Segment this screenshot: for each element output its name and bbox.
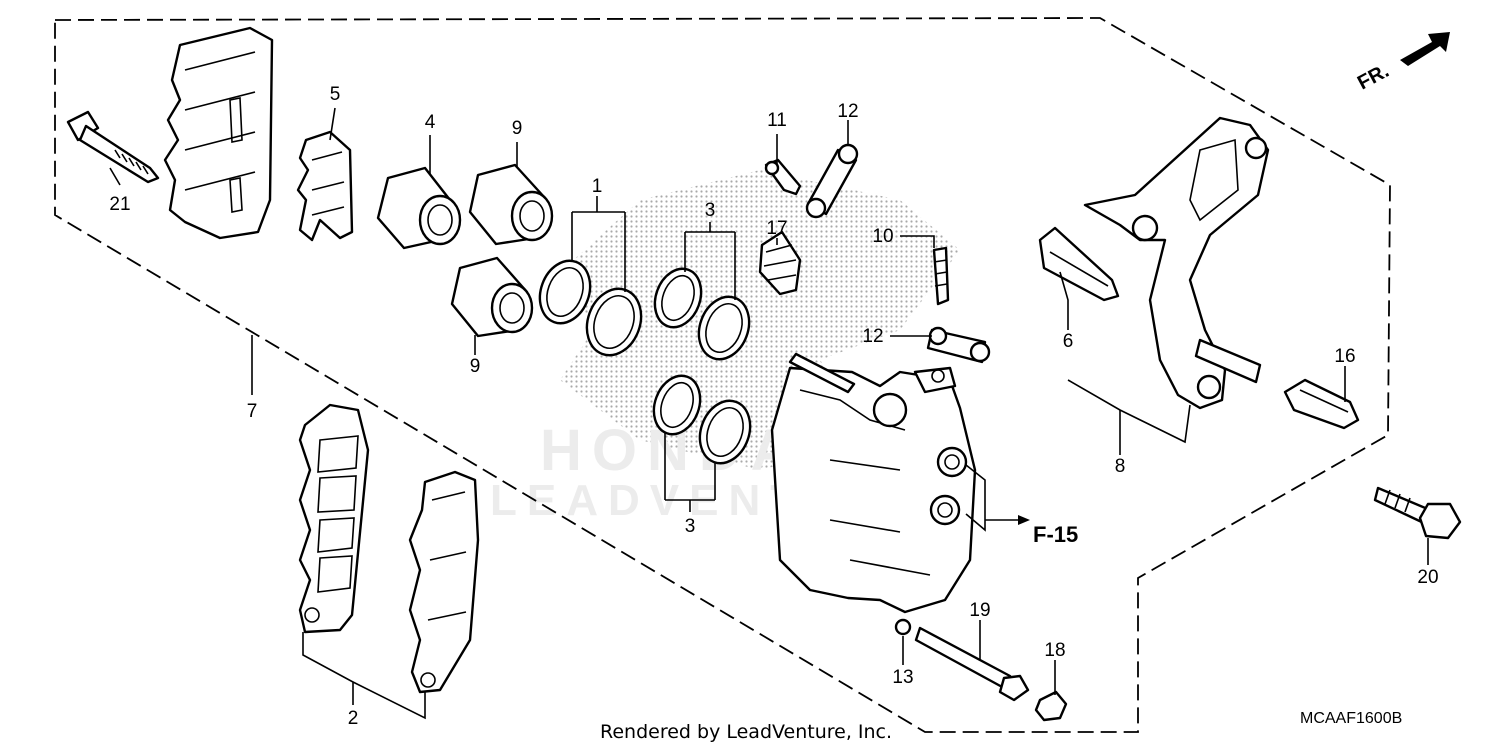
- link-12-upper-drawing: [805, 143, 859, 219]
- piston-9-upper-drawing: [468, 163, 554, 246]
- callout-6: 6: [1063, 331, 1074, 352]
- callout-4: 4: [425, 112, 436, 133]
- diagram-code: MCAAF1600B: [1300, 710, 1402, 727]
- callout-5: 5: [330, 84, 341, 105]
- callouts: 1 2 3 3 4 5 6 7 8 9 9 10 11 12 12 13 16 …: [109, 84, 1438, 729]
- callout-9-lower: 9: [470, 356, 481, 377]
- callout-10: 10: [872, 226, 893, 247]
- callout-3-upper: 3: [705, 200, 716, 221]
- callout-16: 16: [1334, 346, 1355, 367]
- bleeder-10-drawing: [932, 246, 950, 306]
- bleeder-11-drawing: [764, 158, 802, 196]
- seals-drawing: [538, 259, 752, 465]
- bolt-21-drawing: [66, 110, 160, 184]
- assembly-outline: [54, 17, 1391, 733]
- callout-8: 8: [1115, 456, 1126, 477]
- callout-9-upper: 9: [512, 118, 523, 139]
- plug-16-drawing: [1283, 378, 1360, 430]
- callout-12-upper: 12: [837, 101, 858, 122]
- pin-19-drawing: [914, 626, 1030, 702]
- spring-5-drawing: [296, 130, 354, 242]
- piston-9-lower-drawing: [450, 256, 534, 338]
- callout-13: 13: [892, 667, 913, 688]
- front-marker-label: FR.: [1354, 60, 1393, 95]
- plug-18-drawing: [1034, 690, 1068, 722]
- callout-2: 2: [348, 708, 359, 729]
- boot-17-drawing: [758, 230, 802, 296]
- caliper-body-drawing: [770, 352, 977, 614]
- leader-lines: [109, 107, 1429, 720]
- callout-12-lower: 12: [862, 326, 883, 347]
- callout-19: 19: [969, 600, 990, 621]
- reference-arrow-icon: [1018, 515, 1030, 525]
- piston-4-drawing: [376, 166, 462, 250]
- link-12-lower-drawing: [926, 326, 991, 364]
- callout-11: 11: [767, 110, 787, 131]
- callout-21: 21: [109, 194, 130, 215]
- callout-7: 7: [247, 401, 258, 422]
- bolt-20-drawing: [1373, 486, 1462, 540]
- callout-3-lower: 3: [685, 516, 696, 537]
- callout-1: 1: [592, 176, 603, 197]
- brake-pads-2-drawing: [298, 403, 480, 694]
- callout-17: 17: [766, 218, 787, 239]
- callout-18: 18: [1044, 640, 1065, 661]
- reference-label: F-15: [1033, 522, 1078, 547]
- washer-13-drawing: [894, 618, 912, 636]
- caliper-half-7-drawing: [163, 26, 274, 240]
- front-arrow-icon: [1400, 32, 1450, 66]
- clip-6-drawing: [1038, 226, 1120, 302]
- credit-text: Rendered by LeadVenture, Inc.: [600, 721, 892, 743]
- callout-20: 20: [1417, 567, 1438, 588]
- bracket-8-drawing: [1083, 116, 1270, 410]
